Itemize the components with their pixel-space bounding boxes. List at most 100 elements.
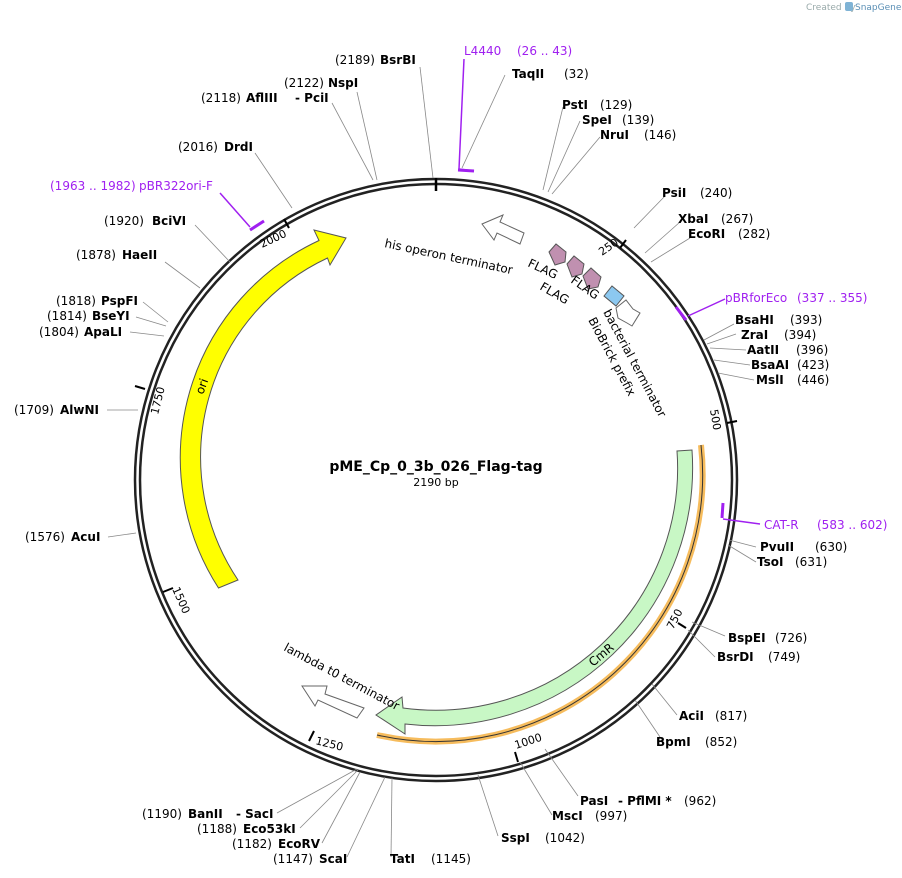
site-pvuii[interactable]: PvuII (630) <box>760 540 847 554</box>
site-ecori-pos: (282) <box>738 227 770 241</box>
site-afliii[interactable]: (2118) AflIII - PciI <box>201 91 329 105</box>
site-psii-pos: (240) <box>700 186 732 200</box>
site-acii-pos: (817) <box>715 709 747 723</box>
credit-brand: SnapGene <box>855 3 902 13</box>
site-bpmi-name: BpmI <box>656 735 691 749</box>
site-tsoi[interactable]: TsoI (631) <box>757 555 827 569</box>
site-msli[interactable]: MslI (446) <box>756 373 829 387</box>
site-banii-pos: (1190) <box>142 807 182 821</box>
primer-pbrforeco[interactable]: pBRforEco (337 .. 355) <box>674 291 867 321</box>
site-msli-pos: (446) <box>797 373 829 387</box>
ori-label: ori <box>193 377 211 396</box>
site-eco53ki-name: Eco53kI <box>243 822 296 836</box>
site-zrai[interactable]: ZraI (394) <box>741 328 816 342</box>
site-drdi-pos: (2016) <box>178 140 218 154</box>
primer-l4440-name: L4440 <box>464 44 501 58</box>
site-bsrdi[interactable]: BsrDI (749) <box>717 650 800 664</box>
site-taqii-name: TaqII <box>512 67 544 81</box>
site-bspei-name: BspEI <box>728 631 766 645</box>
site-bpmi-pos: (852) <box>705 735 737 749</box>
site-bcivi[interactable]: (1920) BciVI <box>104 214 186 228</box>
site-sspi[interactable]: SspI (1042) <box>501 831 585 845</box>
site-acui[interactable]: (1576) AcuI <box>25 530 100 544</box>
site-nspi-name: NspI <box>328 76 358 90</box>
primer-pbrforeco-name: pBRforEco <box>725 291 787 305</box>
site-drdi-name: DrdI <box>224 140 253 154</box>
site-nrui-pos: (146) <box>644 128 676 142</box>
tick-label-2000: 2000 <box>258 227 289 251</box>
site-aatii[interactable]: AatII (396) <box>747 343 828 357</box>
cmr-orf-line <box>376 444 704 742</box>
site-ecorv-pos: (1182) <box>232 837 272 851</box>
site-bsrbi[interactable]: (2189) BsrBI <box>335 53 416 67</box>
site-xbai-name: XbaI <box>678 212 708 226</box>
site-nspi[interactable]: (2122) NspI <box>284 76 358 90</box>
site-psti-name: PstI <box>562 98 588 112</box>
primer-catr-range: (583 .. 602) <box>817 518 887 532</box>
site-pspfi-name: PspFI <box>101 294 138 308</box>
site-bsahi-name: BsaHI <box>735 313 774 327</box>
site-tsoi-name: TsoI <box>757 555 783 569</box>
site-taqii[interactable]: TaqII (32) <box>512 67 589 81</box>
site-scai-pos: (1147) <box>273 852 313 866</box>
site-acii-name: AciI <box>679 709 704 723</box>
site-bsahi[interactable]: BsaHI (393) <box>735 313 822 327</box>
site-bpmi[interactable]: BpmI (852) <box>656 735 737 749</box>
primer-pbr322ori[interactable]: (1963 .. 1982) pBR322ori-F <box>50 179 265 232</box>
site-psti[interactable]: PstI (129) <box>562 98 632 112</box>
site-acii[interactable]: AciI (817) <box>679 709 747 723</box>
site-psii[interactable]: PsiI (240) <box>662 186 732 200</box>
site-msci-pos: (997) <box>595 809 627 823</box>
his-terminator-feature[interactable]: his operon terminator <box>383 214 525 277</box>
site-nspi-pos: (2122) <box>284 76 324 90</box>
lambda-terminator-feature[interactable]: lambda t0 terminator <box>282 640 402 719</box>
site-ecorv[interactable]: (1182) EcoRV <box>232 837 321 851</box>
site-ecori[interactable]: EcoRI (282) <box>688 227 770 241</box>
primer-pbr322ori-name: pBR322ori-F <box>139 179 213 193</box>
site-msci[interactable]: MscI (997) <box>552 809 627 823</box>
site-scai-name: ScaI <box>319 852 347 866</box>
site-aatii-pos: (396) <box>796 343 828 357</box>
site-pasi-name: PasI <box>580 794 608 808</box>
flag-feature-1[interactable]: FLAG <box>526 243 567 282</box>
site-alwni[interactable]: (1709) AlwNI <box>14 403 99 417</box>
site-haeii[interactable]: (1878) HaeII <box>76 248 157 262</box>
site-banii[interactable]: (1190) BanII - SacI <box>142 807 273 821</box>
site-bseyi[interactable]: (1814) BseYI <box>47 309 130 323</box>
site-tati[interactable]: TatI (1145) <box>390 852 471 866</box>
site-bseyi-name: BseYI <box>92 309 130 323</box>
site-scai[interactable]: (1147) ScaI <box>273 852 347 866</box>
site-bsrbi-pos: (2189) <box>335 53 375 67</box>
site-drdi[interactable]: (2016) DrdI <box>178 140 253 154</box>
site-bcivi-pos: (1920) <box>104 214 144 228</box>
site-psii-name: PsiI <box>662 186 686 200</box>
site-spei[interactable]: SpeI (139) <box>582 113 654 127</box>
site-spei-name: SpeI <box>582 113 612 127</box>
site-apali-name: ApaLI <box>84 325 122 339</box>
site-apali[interactable]: (1804) ApaLI <box>39 325 122 339</box>
tick-label-500: 500 <box>707 408 723 431</box>
site-bsaai[interactable]: BsaAI (423) <box>751 358 829 372</box>
tick-label-1500: 1500 <box>169 585 192 616</box>
site-xbai-pos: (267) <box>721 212 753 226</box>
site-pasi[interactable]: PasI - PflMI * (962) <box>580 794 716 808</box>
site-ecori-name: EcoRI <box>688 227 725 241</box>
site-nrui[interactable]: NruI (146) <box>600 128 676 142</box>
site-pspfi-pos: (1818) <box>56 294 96 308</box>
site-pspfi[interactable]: (1818) PspFI <box>56 294 138 308</box>
ori-feature[interactable]: ori <box>179 229 347 589</box>
primer-pbr322ori-range: (1963 .. 1982) <box>50 179 136 193</box>
site-bcivi-name: BciVI <box>152 214 186 228</box>
site-tati-pos: (1145) <box>431 852 471 866</box>
site-xbai[interactable]: XbaI (267) <box>678 212 753 226</box>
site-apali-pos: (1804) <box>39 325 79 339</box>
primer-l4440[interactable]: L4440 (26 .. 43) <box>457 44 572 173</box>
cmr-feature[interactable]: CmR <box>375 449 694 735</box>
site-afliii-extra: - PciI <box>295 91 329 105</box>
site-afliii-name: AflIII <box>246 91 278 105</box>
site-bspei[interactable]: BspEI (726) <box>728 631 807 645</box>
site-eco53ki[interactable]: (1188) Eco53kI <box>197 822 296 836</box>
primer-catr[interactable]: CAT-R (583 .. 602) <box>720 502 887 532</box>
site-haeii-pos: (1878) <box>76 248 116 262</box>
site-zrai-pos: (394) <box>784 328 816 342</box>
